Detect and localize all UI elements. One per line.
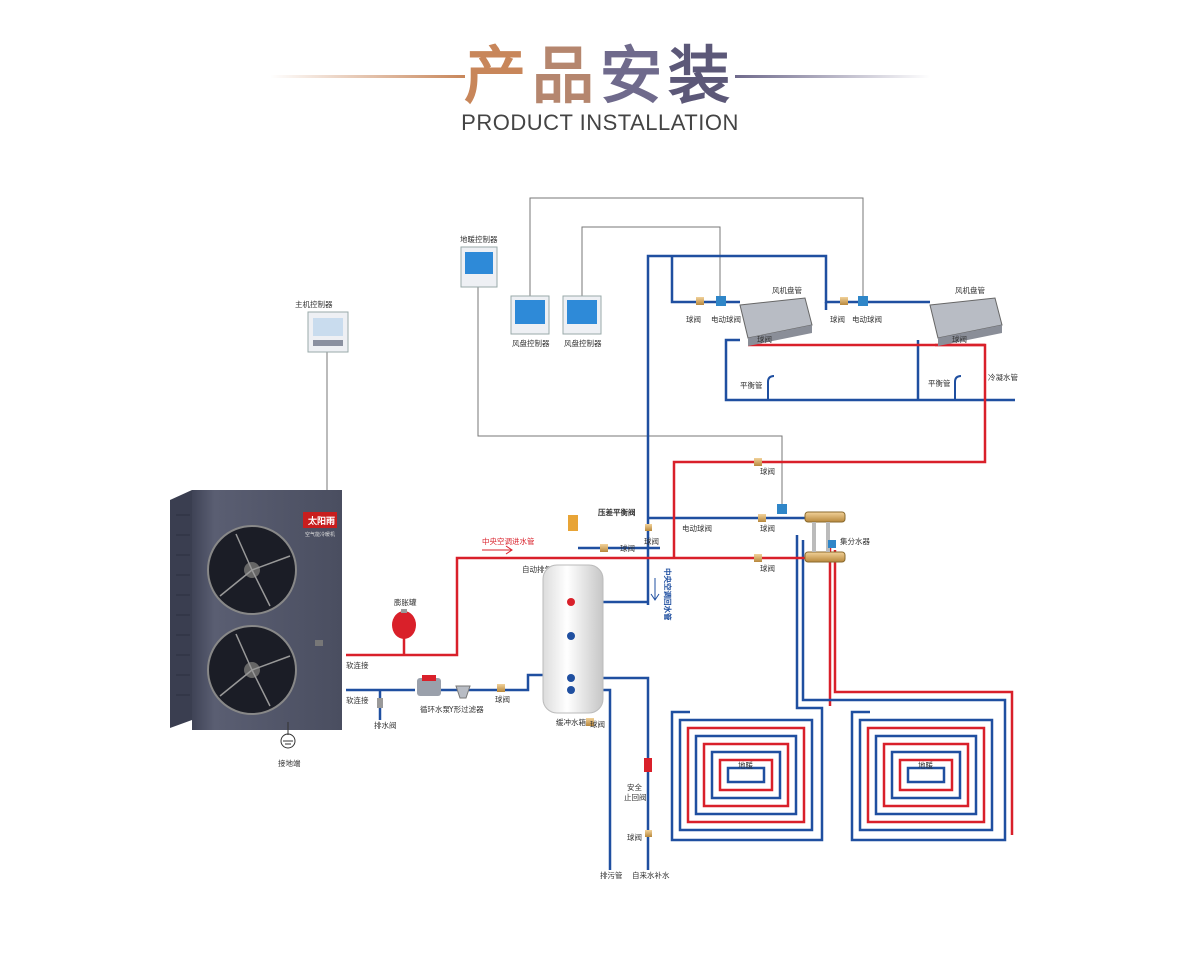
pump-filter: 循环水泵 Y形过滤器 球阀 排水阀 xyxy=(374,675,510,730)
ball-valve-mf2-label: 球阀 xyxy=(760,563,775,573)
floor-heating-1-label: 地暖 xyxy=(738,760,753,770)
floor-heating-loop-2: 地暖 xyxy=(801,540,1014,842)
soft-joint-2-label: 软连接 xyxy=(346,695,369,705)
svg-text:中央空调回水管: 中央空调回水管 xyxy=(663,568,673,621)
signal-wires xyxy=(326,197,864,507)
flow-arrows xyxy=(482,545,660,601)
wire-fan-controller-1 xyxy=(529,197,864,300)
ball-valve-bypass-label: 球阀 xyxy=(620,543,635,553)
ground-label: 接地端 xyxy=(278,758,301,768)
unit-fins xyxy=(176,514,190,696)
ball-valve-makeup-label: 球阀 xyxy=(627,832,642,842)
title-char-3: 安 xyxy=(600,39,669,112)
pressure-valve-label: 压差平衡阀 xyxy=(598,507,636,517)
unit-brand: 太阳雨 xyxy=(307,515,335,527)
manifold-label: 集分水器 xyxy=(840,536,870,546)
fan-controller-1-label: 风盘控制器 xyxy=(512,338,550,348)
safety-check-1-label: 安全 xyxy=(627,782,642,792)
balance-pipe-2-label: 平衡管 xyxy=(928,378,951,388)
soft-joint-1-label: 软连接 xyxy=(346,660,369,670)
manifold: 集分水器 xyxy=(804,511,870,563)
wire-floor-controller xyxy=(477,287,783,507)
wire-fan-controller-2 xyxy=(581,226,721,300)
ball-valve-mid-label: 球阀 xyxy=(760,466,775,476)
floor-heating-loop-1: 地暖 xyxy=(670,535,832,842)
ball-valve-tank-label: 球阀 xyxy=(590,719,605,729)
fan-coil-2: 风机盘管 xyxy=(929,285,1003,346)
main-controller-label: 主机控制器 xyxy=(295,299,333,309)
balance-pipe-1-label: 平衡管 xyxy=(740,380,763,390)
floor-heating-2-label: 地暖 xyxy=(918,760,933,770)
fan-controller-2: 风盘控制器 xyxy=(562,295,602,348)
air-vent-label: 自动排气阀 xyxy=(522,564,560,574)
return-arrow-icon xyxy=(650,578,660,601)
makeup-water-label: 自来水补水 xyxy=(632,870,670,880)
fan-coil-1: 风机盘管 xyxy=(739,285,813,346)
supply-pipe-label: 中央空调进水管 xyxy=(482,536,535,546)
ball-valve-fc2-label: 球阀 xyxy=(830,314,845,324)
page-title: 产品安装 xyxy=(0,36,1200,116)
balance-pipes xyxy=(767,375,962,400)
safety-check-2-label: 止回阀 xyxy=(624,792,647,802)
motor-valve-mid-label: 电动球阀 xyxy=(682,523,712,533)
ball-valve-press-label: 球阀 xyxy=(644,536,659,546)
unit-subtitle: 空气能冷暖机 xyxy=(305,531,335,538)
buffer-tank: 缓冲水箱 球阀 xyxy=(542,564,605,729)
title-char-1: 产 xyxy=(463,39,532,112)
pump-label: 循环水泵 xyxy=(420,704,450,714)
fan-controller-2-label: 风盘控制器 xyxy=(564,338,602,348)
fan-coil-1-label: 风机盘管 xyxy=(772,285,802,295)
title-char-4: 装 xyxy=(668,39,737,112)
return-pipe-label: 中央空调回水管 xyxy=(663,568,673,621)
ball-valve-fc1-label: 球阀 xyxy=(686,314,701,324)
ground-symbol xyxy=(280,722,296,749)
ball-valve-pump-label: 球阀 xyxy=(495,694,510,704)
fan-controller-1: 风盘控制器 xyxy=(510,295,550,348)
heat-pump-unit: 太阳雨 空气能冷暖机 xyxy=(170,490,342,730)
condensate-label: 冷凝水管 xyxy=(988,372,1018,382)
filter-label: Y形过滤器 xyxy=(448,704,484,714)
makeup-valves: 安全 止回阀 球阀 排污管 自来水补水 xyxy=(600,758,670,880)
ball-valve-fc1-ret-label: 球阀 xyxy=(757,334,772,344)
ball-valve-fc2-ret-label: 球阀 xyxy=(952,334,967,344)
title-char-2: 品 xyxy=(531,39,600,112)
motor-valve-fc1-label: 电动球阀 xyxy=(711,314,741,324)
fan-coil-2-label: 风机盘管 xyxy=(955,285,985,295)
valves-middle: 球阀 压差平衡阀 球阀 球阀 电动球阀 球阀 球阀 xyxy=(568,458,787,573)
title-right-line xyxy=(735,75,930,78)
floor-controller-label: 地暖控制器 xyxy=(460,234,498,244)
valves-fan-coils: 球阀 电动球阀 球阀 电动球阀 球阀 球阀 xyxy=(686,296,967,344)
expansion-tank-label: 膨胀罐 xyxy=(394,597,417,607)
ball-valve-mf1-label: 球阀 xyxy=(760,523,775,533)
hot-pipes xyxy=(346,343,987,657)
floor-controller: 地暖控制器 xyxy=(460,234,498,288)
drain-valve-label: 排水阀 xyxy=(374,720,397,730)
motor-valve-fc2-label: 电动球阀 xyxy=(852,314,882,324)
page-subtitle: PRODUCT INSTALLATION xyxy=(461,110,739,135)
expansion-tank: 膨胀罐 xyxy=(392,597,417,639)
buffer-tank-label: 缓冲水箱 xyxy=(556,717,586,727)
supply-arrow-icon xyxy=(482,545,513,555)
main-controller: 主机控制器 xyxy=(295,299,349,353)
title-left-line xyxy=(270,75,465,78)
sewage-label: 排污管 xyxy=(600,870,623,880)
